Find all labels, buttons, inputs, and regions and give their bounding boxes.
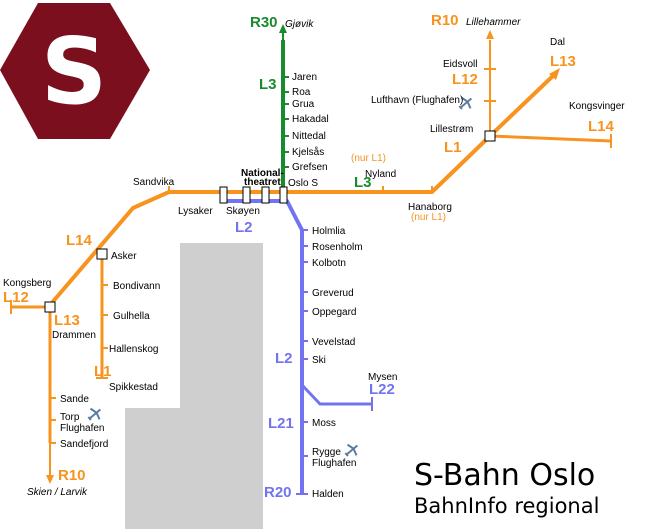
station-torp-1: Torp — [60, 412, 80, 423]
station-grua: Grua — [292, 99, 315, 110]
line-label-l1-south: L1 — [94, 363, 112, 380]
station-drammen: Drammen — [52, 330, 96, 341]
station-holmlia: Holmlia — [312, 226, 346, 237]
skoyen-box — [242, 186, 251, 204]
station-nittedal: Nittedal — [292, 131, 326, 142]
station-skoyen: Skøyen — [226, 206, 260, 217]
tunnel-line — [224, 199, 304, 494]
airplane-icon — [87, 407, 102, 421]
station-kongsvinger: Kongsvinger — [569, 101, 625, 112]
kongsvinger-branch — [489, 134, 612, 143]
oslo-s-box — [279, 186, 288, 204]
station-moss: Moss — [312, 418, 336, 429]
map-subtitle: BahnInfo regional — [414, 494, 599, 518]
main-line-east — [287, 71, 558, 194]
station-spikkestad: Spikkestad — [109, 382, 158, 393]
line-label-l14-east: L14 — [588, 118, 615, 135]
station-rygge-1: Rygge — [312, 447, 341, 458]
line-label-l2-south: L2 — [275, 350, 293, 367]
interchange-markers — [44, 130, 496, 313]
map-title: S-Bahn Oslo — [414, 458, 595, 493]
station-torp-2: Flughafen — [60, 423, 104, 434]
station-ski: Ski — [312, 355, 326, 366]
station-roa: Roa — [292, 87, 311, 98]
station-greverud: Greverud — [312, 288, 354, 299]
station-dal: Dal — [550, 37, 565, 48]
station-lysaker: Lysaker — [178, 206, 213, 217]
station-jaren: Jaren — [292, 72, 317, 83]
lysaker-box — [219, 186, 228, 204]
station-hallenskog: Hallenskog — [109, 344, 158, 355]
station-oslo-s: Oslo S — [288, 178, 318, 189]
line-label-l22: L22 — [369, 381, 395, 398]
airplane-icon — [458, 96, 473, 110]
line-label-l3-oslo: L3 — [354, 174, 372, 191]
station-nyland: Nyland — [365, 169, 396, 180]
station-hakadal: Hakadal — [292, 114, 329, 125]
station-oppegard: Oppegard — [312, 307, 356, 318]
station-sandefjord: Sandefjord — [60, 439, 108, 450]
sbahn-logo: S — [0, 3, 150, 139]
dal-arrow — [549, 68, 560, 80]
station-lufthavn: Lufthavn (Flughafen) — [371, 95, 463, 106]
station-kjelsas: Kjelsås — [292, 146, 324, 158]
line-label-r10-north: R10 — [431, 12, 459, 29]
asker-box — [96, 248, 108, 260]
station-hanaborg: Hanaborg — [408, 202, 452, 213]
note-nyland: (nur L1) — [351, 153, 386, 164]
note-hanaborg: (nur L1) — [411, 212, 446, 223]
line-label-l12-west: L12 — [3, 289, 29, 306]
station-gulhella: Gulhella — [113, 311, 150, 322]
station-rygge-2: Flughafen — [312, 458, 356, 469]
station-lillestrom: Lillestrøm — [430, 124, 473, 135]
orange-ticks — [10, 68, 612, 444]
line-label-l21: L21 — [268, 415, 294, 432]
station-asker: Asker — [111, 251, 137, 262]
line-label-l3-top: L3 — [259, 76, 277, 93]
line-label-l13-north: L13 — [550, 53, 576, 70]
destination-lillehammer: Lillehammer — [466, 17, 521, 28]
nationaltheatret-box — [261, 186, 270, 204]
drammen-box — [44, 301, 56, 313]
purple-network — [224, 199, 373, 495]
destination-skien-larvik: Skien / Larvik — [27, 487, 88, 498]
station-nationaltheatret-1: National- — [241, 168, 284, 179]
station-mysen: Mysen — [368, 372, 397, 383]
station-eidsvoll: Eidsvoll — [443, 59, 477, 70]
station-sande: Sande — [60, 394, 89, 405]
orange-network — [11, 40, 612, 475]
svg-text:S: S — [41, 18, 107, 125]
airplane-icon — [344, 443, 359, 457]
l22-branch — [300, 383, 372, 406]
station-kongsberg: Kongsberg — [3, 278, 51, 289]
line-label-r30: R30 — [250, 14, 278, 31]
station-bondivann: Bondivann — [113, 281, 160, 292]
line-label-l2-main: L2 — [235, 219, 253, 236]
line-label-r10-south: R10 — [58, 467, 86, 484]
line-label-l1-east: L1 — [444, 139, 462, 156]
line-label-l12-north: L12 — [452, 71, 478, 88]
r10-north-arrow — [486, 30, 494, 39]
station-kolbotn: Kolbotn — [312, 258, 346, 269]
destination-gjovik: Gjøvik — [285, 19, 314, 30]
line-label-l14-west: L14 — [66, 232, 93, 249]
station-vevelstad: Vevelstad — [312, 337, 355, 348]
station-rosenholm: Rosenholm — [312, 242, 363, 253]
line-label-r20: R20 — [264, 484, 292, 501]
line-label-l13-south: L13 — [54, 312, 80, 329]
fjord-area — [125, 243, 263, 529]
r10-south-arrow — [46, 475, 54, 484]
station-nationaltheatret-2: theatret — [244, 177, 281, 188]
station-grefsen: Grefsen — [292, 162, 328, 173]
lillestrom-box — [484, 130, 496, 142]
station-sandvika: Sandvika — [133, 177, 175, 188]
station-halden: Halden — [312, 489, 344, 500]
green-line — [279, 24, 289, 192]
main-line-west — [48, 190, 287, 307]
